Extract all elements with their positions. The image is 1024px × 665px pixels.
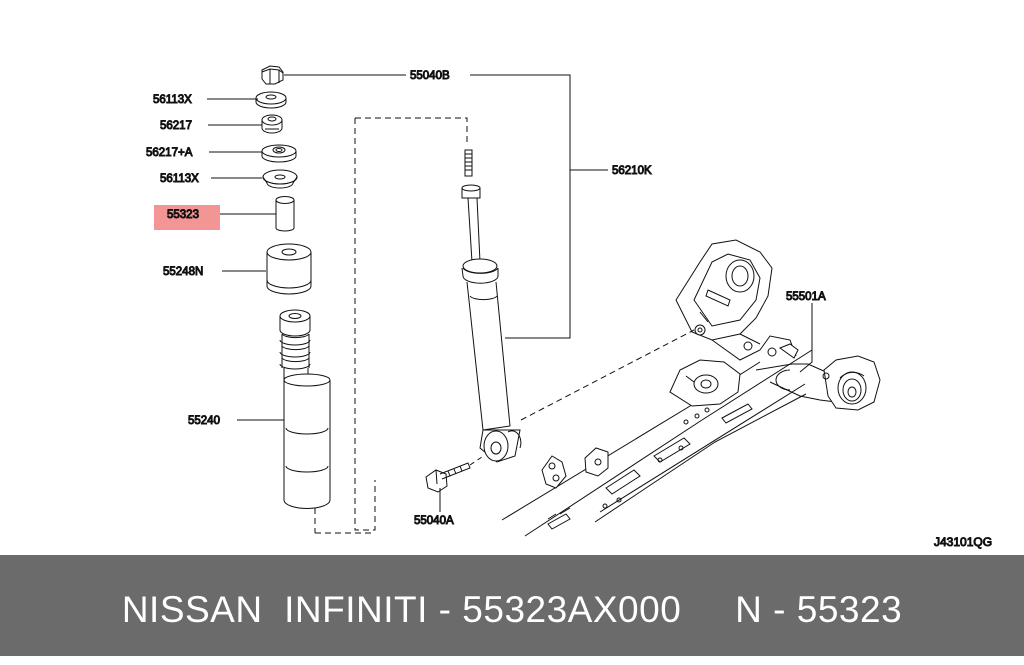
parts-diagram: 55040B 56113X 56217 56217+A 56113X 55323… xyxy=(146,65,993,550)
label-55240: 55240 xyxy=(188,415,220,427)
label-56113X-bottom: 56113X xyxy=(160,173,199,185)
dust-boot-part-55240 xyxy=(279,309,331,509)
nut-part-55040B xyxy=(261,65,284,85)
label-56217A: 56217+A xyxy=(146,147,193,159)
label-55248N: 55248N xyxy=(163,266,203,278)
washer-part-56113X-bottom xyxy=(262,169,298,189)
bushing-part-56217 xyxy=(261,114,283,134)
bump-cap-part-55248N xyxy=(266,243,312,295)
bushing-part-56217A xyxy=(261,144,297,163)
label-55501A: 55501A xyxy=(786,291,826,303)
label-56113X-top: 56113X xyxy=(153,94,192,106)
label-55040B: 55040B xyxy=(410,70,450,82)
footer-part-number: NISSAN INFINITI - 55323AX000 N - 55323 xyxy=(121,589,903,630)
assembly-boundary xyxy=(314,117,468,534)
label-55040A: 55040A xyxy=(414,515,454,527)
shock-absorber-part-56210K xyxy=(461,149,522,463)
label-55323: 55323 xyxy=(167,209,199,221)
footer-bar: NISSAN INFINITI - 55323AX000 N - 55323 xyxy=(0,555,1024,656)
label-56210K: 56210K xyxy=(612,165,652,177)
highlight-box-55323 xyxy=(154,205,220,230)
axle-beam-part-55501A xyxy=(501,239,881,537)
leader-lines xyxy=(207,74,813,512)
bolt-part-55040A xyxy=(425,462,471,493)
label-56217: 56217 xyxy=(160,120,192,132)
diagram-code: J43101QG xyxy=(934,535,992,549)
washer-part-56113X-top xyxy=(255,91,287,109)
sleeve-part-55323 xyxy=(275,196,295,232)
